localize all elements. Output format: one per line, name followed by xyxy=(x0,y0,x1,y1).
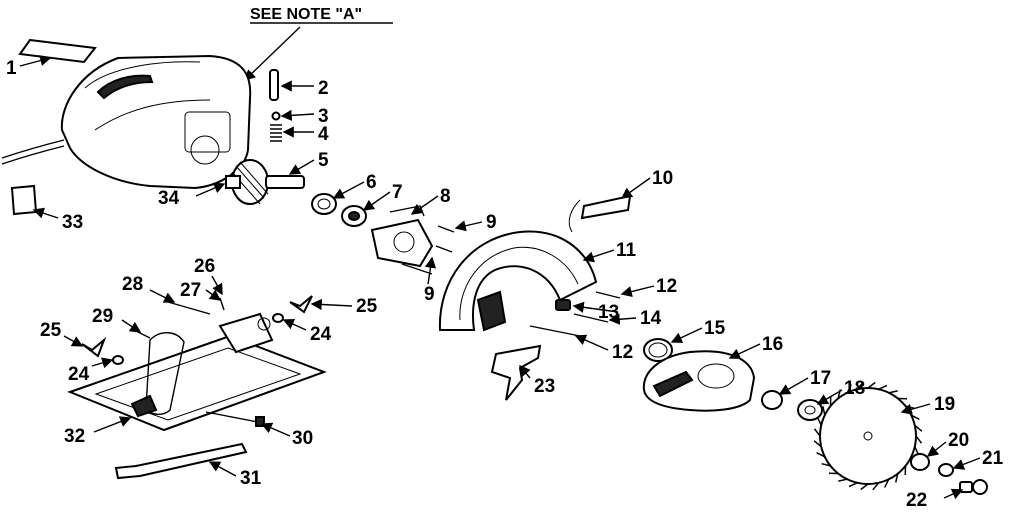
label-10 xyxy=(580,194,632,220)
wing-nut-25a xyxy=(81,336,107,358)
washer-24a xyxy=(112,355,124,365)
saw-motor-housing xyxy=(1,54,252,190)
saw-blade-19 xyxy=(813,381,923,491)
collar-18 xyxy=(797,399,823,421)
callout-24b: 24 xyxy=(310,324,332,345)
blade-teeth xyxy=(813,381,923,491)
callout-32: 32 xyxy=(64,426,85,447)
washer-6 xyxy=(311,193,337,215)
pin-2 xyxy=(269,69,279,101)
ball-3 xyxy=(271,111,281,121)
callout-12b: 12 xyxy=(612,342,633,363)
washer-20 xyxy=(910,453,930,471)
wrench-31 xyxy=(114,442,248,480)
callout-20: 20 xyxy=(948,430,969,451)
callout-7: 7 xyxy=(392,182,403,203)
callout-6: 6 xyxy=(366,172,377,193)
callout-27: 27 xyxy=(180,280,201,301)
callout-15: 15 xyxy=(704,318,726,339)
callout-29: 29 xyxy=(92,306,113,327)
wing-nut-25b xyxy=(289,295,313,314)
spring-4 xyxy=(270,124,282,142)
callout-25a: 25 xyxy=(40,320,62,341)
callout-5: 5 xyxy=(318,150,329,171)
callout-23: 23 xyxy=(534,376,555,397)
callout-31: 31 xyxy=(240,468,262,489)
gear-housing-8 xyxy=(370,205,434,268)
screws-9 xyxy=(401,225,455,275)
callout-8: 8 xyxy=(440,186,451,207)
washer-17 xyxy=(761,390,783,410)
callout-22: 22 xyxy=(906,490,927,511)
callout-9a: 9 xyxy=(486,212,497,233)
callout-28: 28 xyxy=(122,274,143,295)
leader-lines xyxy=(19,55,981,500)
bearing-7 xyxy=(341,205,367,227)
label-plate-33 xyxy=(10,184,38,216)
callout-18: 18 xyxy=(844,378,865,399)
callout-19: 19 xyxy=(934,394,955,415)
screw-14 xyxy=(573,313,609,323)
screw-29 xyxy=(137,331,151,339)
rod-28 xyxy=(167,301,211,315)
screws-12 xyxy=(529,291,621,337)
callout-13: 13 xyxy=(598,302,619,323)
spring-15 xyxy=(643,338,673,362)
callout-1: 1 xyxy=(6,58,17,79)
retractor-23 xyxy=(490,344,542,401)
bracket-26 xyxy=(218,312,274,354)
callout-2: 2 xyxy=(318,78,329,99)
bolt-13 xyxy=(555,299,571,311)
callout-12a: 12 xyxy=(656,276,677,297)
callout-21: 21 xyxy=(982,448,1004,469)
callout-24a: 24 xyxy=(68,364,90,385)
callout-4: 4 xyxy=(318,124,329,145)
upper-blade-guard-11 xyxy=(438,199,598,332)
callout-9b: 9 xyxy=(424,284,435,305)
callout-16: 16 xyxy=(762,334,783,355)
note-leader xyxy=(243,26,301,81)
armature-shaft-5 xyxy=(231,159,305,205)
callout-26: 26 xyxy=(194,256,215,277)
brush-block-34 xyxy=(225,175,241,189)
bolt-22 xyxy=(959,479,988,495)
callout-30: 30 xyxy=(292,428,313,449)
callout-10: 10 xyxy=(652,168,673,189)
callout-33: 33 xyxy=(62,212,83,233)
callout-34: 34 xyxy=(158,188,180,209)
bolt-30 xyxy=(205,411,265,427)
callout-17: 17 xyxy=(810,368,831,389)
washer-21 xyxy=(938,463,954,477)
callout-3: 3 xyxy=(318,106,329,127)
callout-11: 11 xyxy=(616,240,637,261)
callout-14: 14 xyxy=(640,308,662,329)
see-note-label: SEE NOTE "A" xyxy=(250,6,362,23)
label-plate-1 xyxy=(18,38,97,64)
callout-25b: 25 xyxy=(356,296,378,317)
shoe-base-32 xyxy=(67,332,327,432)
screw-27 xyxy=(219,297,225,311)
washer-24b xyxy=(272,313,284,323)
lower-blade-guard-16 xyxy=(642,350,756,412)
